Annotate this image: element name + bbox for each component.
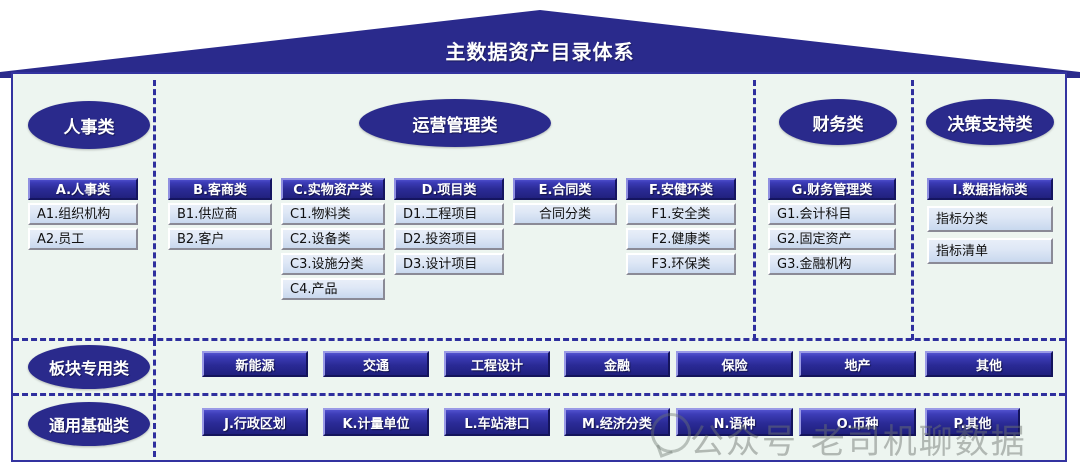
group-separator-3 <box>911 80 914 340</box>
column-f: F.安健环类 F1.安全类 F2.健康类 F3.环保类 <box>626 178 736 275</box>
column-d: D.项目类 D1.工程项目 D2.投资项目 D3.设计项目 <box>394 178 504 275</box>
band-separator-left-2 <box>153 395 156 457</box>
band-separator-left-1 <box>153 340 156 395</box>
leaf-f3[interactable]: F3.环保类 <box>626 253 736 275</box>
band-divider-bottom <box>13 393 1065 396</box>
column-a: A.人事类 A1.组织机构 A2.员工 <box>28 178 138 250</box>
leaf-a2[interactable]: A2.员工 <box>28 228 138 250</box>
column-f-header[interactable]: F.安健环类 <box>626 178 736 200</box>
band-bubble-common[interactable]: 通用基础类 <box>28 402 150 446</box>
group-bubble-hr[interactable]: 人事类 <box>28 101 150 149</box>
band-common-item-4[interactable]: N.语种 <box>676 408 793 436</box>
band-common-item-2[interactable]: L.车站港口 <box>444 408 550 436</box>
column-b-header[interactable]: B.客商类 <box>168 178 272 200</box>
leaf-d2[interactable]: D2.投资项目 <box>394 228 504 250</box>
column-b: B.客商类 B1.供应商 B2.客户 <box>168 178 272 250</box>
leaf-c1[interactable]: C1.物料类 <box>281 203 385 225</box>
leaf-c2[interactable]: C2.设备类 <box>281 228 385 250</box>
group-bubble-finance[interactable]: 财务类 <box>779 99 897 145</box>
band-common-item-3[interactable]: M.经济分类 <box>564 408 670 436</box>
column-g: G.财务管理类 G1.会计科目 G2.固定资产 G3.金融机构 <box>768 178 896 275</box>
column-g-header[interactable]: G.财务管理类 <box>768 178 896 200</box>
leaf-i2[interactable]: 指标清单 <box>927 238 1053 264</box>
leaf-a1[interactable]: A1.组织机构 <box>28 203 138 225</box>
column-i-header[interactable]: I.数据指标类 <box>927 178 1053 200</box>
group-bubble-decision[interactable]: 决策支持类 <box>926 99 1054 145</box>
band-sector-item-3[interactable]: 金融 <box>564 351 670 377</box>
band-common-item-5[interactable]: O.币种 <box>799 408 916 436</box>
band-divider-top <box>13 338 1065 341</box>
leaf-b1[interactable]: B1.供应商 <box>168 203 272 225</box>
band-common-item-1[interactable]: K.计量单位 <box>323 408 429 436</box>
leaf-g3[interactable]: G3.金融机构 <box>768 253 896 275</box>
band-sector-item-6[interactable]: 其他 <box>925 351 1053 377</box>
leaf-c4[interactable]: C4.产品 <box>281 278 385 300</box>
column-c: C.实物资产类 C1.物料类 C2.设备类 C3.设施分类 C4.产品 <box>281 178 385 300</box>
band-sector-item-2[interactable]: 工程设计 <box>444 351 550 377</box>
group-bubble-operations[interactable]: 运营管理类 <box>359 99 551 147</box>
leaf-g2[interactable]: G2.固定资产 <box>768 228 896 250</box>
group-separator-1 <box>153 80 156 340</box>
band-bubble-sector[interactable]: 板块专用类 <box>28 345 150 389</box>
band-common-item-6[interactable]: P.其他 <box>925 408 1020 436</box>
group-separator-2 <box>753 80 756 340</box>
column-e-header[interactable]: E.合同类 <box>513 178 617 200</box>
page-title: 主数据资产目录体系 <box>445 40 635 64</box>
band-sector-item-4[interactable]: 保险 <box>676 351 793 377</box>
leaf-c3[interactable]: C3.设施分类 <box>281 253 385 275</box>
leaf-f1[interactable]: F1.安全类 <box>626 203 736 225</box>
band-sector-item-1[interactable]: 交通 <box>323 351 429 377</box>
leaf-d3[interactable]: D3.设计项目 <box>394 253 504 275</box>
leaf-i1[interactable]: 指标分类 <box>927 206 1053 232</box>
column-i: I.数据指标类 指标分类 指标清单 <box>927 178 1053 264</box>
leaf-d1[interactable]: D1.工程项目 <box>394 203 504 225</box>
column-e: E.合同类 合同分类 <box>513 178 617 225</box>
leaf-g1[interactable]: G1.会计科目 <box>768 203 896 225</box>
column-a-header[interactable]: A.人事类 <box>28 178 138 200</box>
leaf-e1[interactable]: 合同分类 <box>513 203 617 225</box>
column-c-header[interactable]: C.实物资产类 <box>281 178 385 200</box>
band-sector-item-0[interactable]: 新能源 <box>202 351 308 377</box>
column-d-header[interactable]: D.项目类 <box>394 178 504 200</box>
leaf-b2[interactable]: B2.客户 <box>168 228 272 250</box>
leaf-f2[interactable]: F2.健康类 <box>626 228 736 250</box>
band-common-item-0[interactable]: J.行政区划 <box>202 408 308 436</box>
main-panel: 人事类 运营管理类 财务类 决策支持类 A.人事类 A1.组织机构 A2.员工 … <box>11 72 1067 462</box>
band-sector-item-5[interactable]: 地产 <box>799 351 916 377</box>
